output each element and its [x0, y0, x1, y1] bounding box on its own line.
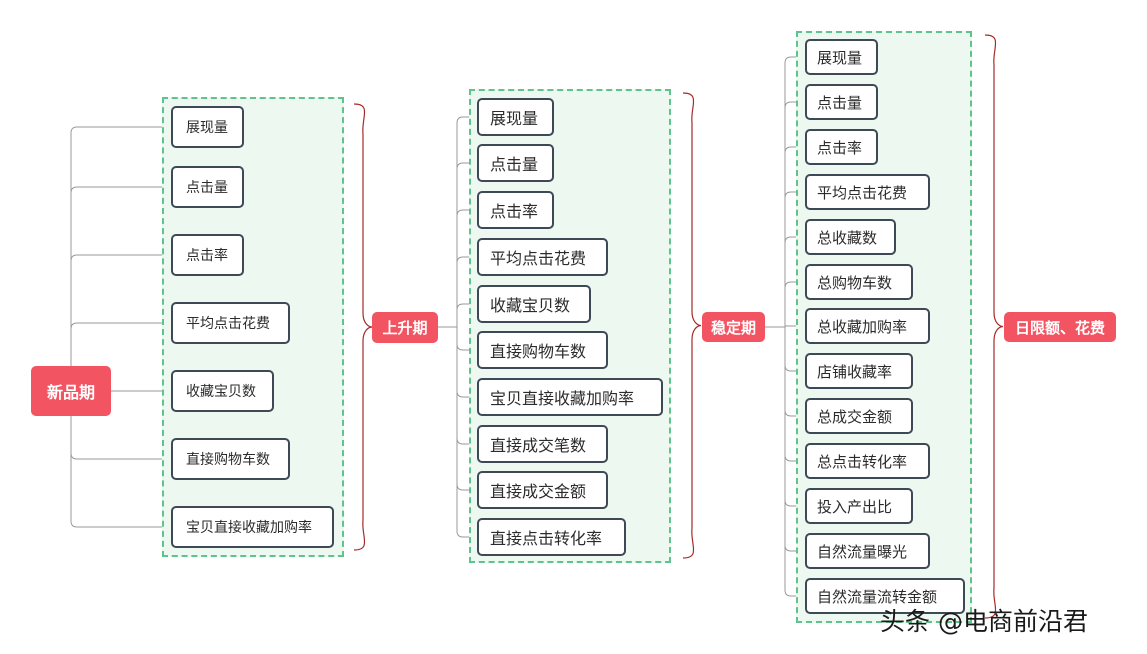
item-stable-ctr: 点击率: [805, 129, 878, 165]
item-rise-clicks: 点击量: [477, 144, 554, 182]
tree-new-branch-1: [70, 186, 171, 391]
stage-stable: 稳定期: [702, 312, 765, 342]
item-stable-organic-gmv: 自然流量流转金额: [805, 578, 965, 614]
item-rise-avg-cpc: 平均点击花费: [477, 238, 608, 276]
tree-rise-branch-1: [456, 162, 477, 327]
item-new-ctr: 点击率: [171, 234, 244, 276]
tree-stable-branch-2: [784, 146, 805, 327]
tree-new-branch-0: [70, 126, 171, 391]
tree-new-branch-2: [70, 254, 171, 391]
bracket-rise: [682, 92, 702, 559]
item-stable-fav-cart-rate: 总收藏加购率: [805, 308, 930, 344]
item-new-impressions: 展现量: [171, 106, 244, 148]
tree-stable-branch-1: [784, 101, 805, 327]
tree-rise-branch-3: [456, 256, 477, 327]
item-new-fav-cart-rate: 宝贝直接收藏加购率: [171, 506, 334, 548]
item-rise-cvr: 直接点击转化率: [477, 518, 626, 556]
tree-rise-branch-4: [456, 303, 477, 327]
item-rise-cart: 直接购物车数: [477, 331, 608, 369]
tree-stable-branch-3: [784, 191, 805, 327]
item-rise-favorites: 收藏宝贝数: [477, 285, 591, 323]
item-stable-total-gmv: 总成交金额: [805, 398, 913, 434]
tree-stable-branch-5: [784, 281, 805, 327]
tree-stable-branch-4: [784, 236, 805, 327]
bracket-new: [353, 103, 373, 551]
item-rise-gmv: 直接成交金额: [477, 471, 608, 509]
item-new-clicks: 点击量: [171, 166, 244, 208]
item-new-cart: 直接购物车数: [171, 438, 290, 480]
item-stable-roi: 投入产出比: [805, 488, 913, 524]
item-stable-impressions: 展现量: [805, 39, 878, 75]
stage-daily-budget: 日限额、花费: [1004, 312, 1116, 342]
item-stable-avg-cpc: 平均点击花费: [805, 174, 930, 210]
item-stable-organic-exposure: 自然流量曝光: [805, 533, 930, 569]
item-rise-ctr: 点击率: [477, 191, 554, 229]
item-stable-clicks: 点击量: [805, 84, 878, 120]
tree-stable-branch-0: [784, 56, 805, 327]
tree-new-branch-6: [70, 391, 171, 528]
bracket-stable: [984, 34, 1004, 619]
tree-rise-branch-9: [456, 327, 477, 538]
item-new-avg-cpc: 平均点击花费: [171, 302, 290, 344]
item-rise-orders: 直接成交笔数: [477, 425, 608, 463]
item-rise-fav-cart-rate: 宝贝直接收藏加购率: [477, 378, 663, 416]
item-new-favorites: 收藏宝贝数: [171, 370, 274, 412]
item-rise-impressions: 展现量: [477, 98, 554, 136]
item-stable-shop-fav-rate: 店铺收藏率: [805, 353, 913, 389]
item-stable-total-cart: 总购物车数: [805, 264, 913, 300]
tree-rise-branch-0: [456, 116, 477, 327]
stage-rising: 上升期: [372, 312, 438, 343]
item-stable-total-favorites: 总收藏数: [805, 219, 896, 255]
watermark: 头条 @电商前沿君: [880, 607, 1088, 636]
tree-stable-branch-12: [784, 327, 805, 597]
tree-new-branch-3: [70, 322, 171, 391]
tree-rise-branch-2: [456, 209, 477, 327]
item-stable-total-cvr: 总点击转化率: [805, 443, 930, 479]
stage-new-product: 新品期: [31, 366, 111, 416]
